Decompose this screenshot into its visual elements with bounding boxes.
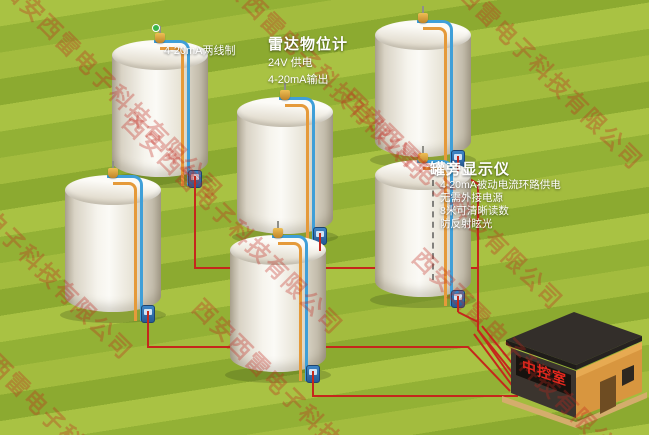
pipe-orange: [278, 242, 302, 381]
display-unit-title: 罐旁显示仪: [430, 161, 511, 178]
tank-display-unit: [188, 170, 202, 188]
radar-spec-2: 4-20mA输出: [268, 74, 329, 86]
pipe-blue: [417, 20, 453, 166]
control-room-building: 中控室: [502, 312, 647, 428]
storage-tank-2: [232, 83, 338, 249]
signal-cable: [312, 387, 518, 397]
tank-body: [375, 175, 471, 297]
tank-display-unit: [306, 365, 320, 383]
pipe-blue: [107, 175, 143, 321]
pipe-orange: [423, 167, 447, 306]
signal-cable: [457, 311, 479, 323]
signal-cable: [473, 333, 515, 389]
radar-sensor-icon: [107, 161, 119, 183]
building-door: [600, 375, 616, 414]
building-front-window: [516, 355, 571, 396]
tank-body: [112, 55, 208, 177]
storage-tank-6: [370, 146, 476, 312]
building-roof-edge-left: [506, 340, 576, 370]
signal-cable: [477, 268, 521, 383]
pipe-blue: [154, 40, 190, 186]
radar-gauge-label: 雷达物位计 24V 供电 4-20mA输出: [268, 33, 348, 88]
storage-tank-1: [107, 26, 213, 192]
storage-tank-5: [225, 221, 331, 387]
pipe-orange: [113, 182, 137, 321]
display-spec-2: 无需外接电源: [440, 192, 503, 204]
tank-display-unit: [451, 290, 465, 308]
pipe-blue: [279, 97, 315, 243]
radar-sensor-icon: [272, 221, 284, 243]
tank-body: [375, 35, 471, 157]
pipe-orange: [285, 104, 309, 243]
radar-spec-1: 24V 供电: [268, 57, 313, 69]
storage-tank-4: [60, 161, 166, 327]
display-unit-label: 罐旁显示仪 4-20mA被动电流环路供电 无需外接电源 8米可清晰读数 防反射眩…: [430, 158, 561, 231]
building-base: [502, 392, 647, 428]
display-spec-1: 4-20mA被动电流环路供电: [440, 179, 561, 191]
pipe-blue: [272, 235, 308, 381]
tank-body: [65, 190, 161, 312]
building-roof-edge-right: [576, 336, 642, 370]
radar-sensor-icon: [279, 83, 291, 105]
pipe-blue: [417, 160, 453, 306]
building-side-wall-trim: [576, 342, 642, 378]
signal-cable: [147, 329, 511, 392]
pipe-orange: [160, 47, 184, 186]
radar-sensor-icon: [417, 146, 429, 168]
sensor-marker-dot: [152, 24, 160, 32]
building-shadow: [502, 396, 647, 426]
leader-line: [432, 180, 434, 280]
display-spec-4: 防反射眩光: [440, 218, 493, 230]
two-wire-label: 4-20mA两线制: [164, 45, 236, 57]
radar-sensor-icon: [154, 26, 166, 48]
building-side-window: [622, 365, 634, 386]
pipe-orange: [423, 27, 447, 166]
radar-sensor-icon: [417, 6, 429, 28]
tank-body: [237, 112, 333, 234]
radar-gauge-title: 雷达物位计: [268, 36, 349, 53]
tank-display-unit: [141, 305, 155, 323]
tank-body: [230, 250, 326, 372]
building-roof: [506, 312, 642, 365]
display-spec-3: 8米可清晰读数: [440, 205, 509, 217]
